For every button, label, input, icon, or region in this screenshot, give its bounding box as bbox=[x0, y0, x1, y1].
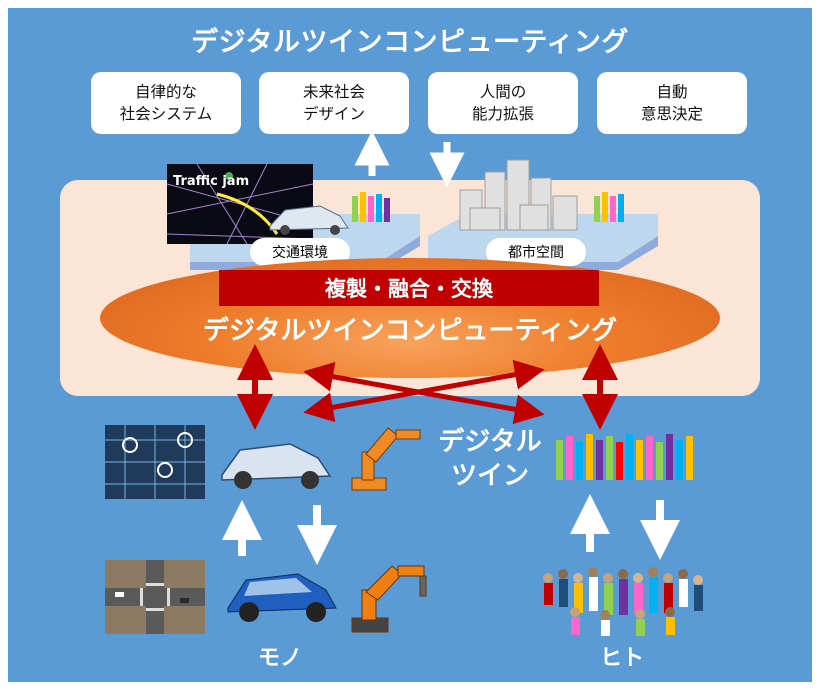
box-future-society-design: 未来社会 デザイン bbox=[259, 72, 409, 134]
digital-intersection-image bbox=[105, 425, 205, 499]
people-label: ヒト bbox=[600, 646, 645, 671]
digital-people-group-icon bbox=[556, 434, 693, 480]
box-autonomous-social-system: 自律的な 社会システム bbox=[91, 72, 241, 134]
traffic-jam-text: Traffic jam bbox=[173, 174, 250, 189]
crowd-photo-image bbox=[543, 567, 703, 636]
replicate-fuse-exchange-bar: 複製・融合・交換 bbox=[219, 270, 599, 306]
wireframe-car-icon bbox=[269, 205, 349, 235]
box-automatic-decision: 自動 意思決定 bbox=[597, 72, 747, 134]
things-label: モノ bbox=[258, 646, 303, 671]
digital-robot-arm-icon bbox=[351, 427, 421, 491]
city-buildings-icon bbox=[459, 159, 578, 231]
people-group-right-icon bbox=[594, 192, 624, 222]
red-arrow-cross-2 bbox=[303, 359, 545, 423]
main-title: デジタルツインコンピューティング bbox=[191, 27, 629, 58]
digital-twin-label: デジタル ツイン bbox=[438, 427, 542, 491]
ellipse-title: デジタルツインコンピューティング bbox=[203, 316, 617, 346]
people-group-left-icon bbox=[352, 192, 390, 222]
box-human-ability-extension: 人間の 能力拡張 bbox=[428, 72, 578, 134]
robot-arm-icon bbox=[351, 565, 427, 633]
pill-urban-space: 都市空間 bbox=[486, 238, 586, 266]
real-intersection-image bbox=[105, 560, 205, 634]
digital-car-icon bbox=[221, 443, 332, 489]
blue-car-icon bbox=[227, 573, 337, 622]
